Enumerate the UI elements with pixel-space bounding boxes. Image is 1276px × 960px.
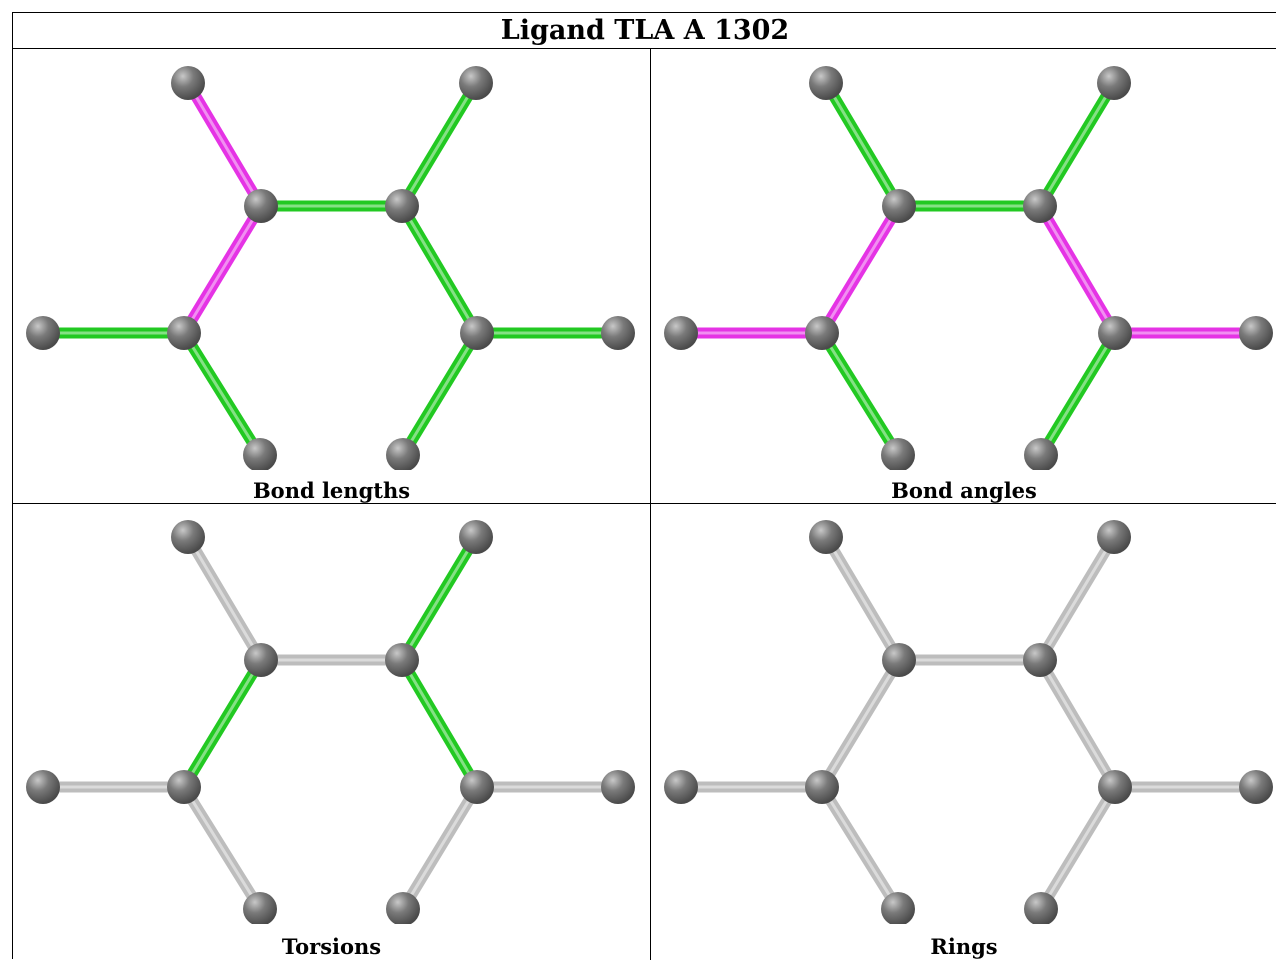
atom-7	[460, 770, 494, 804]
atom-6	[243, 892, 277, 924]
atom-8	[1239, 770, 1273, 804]
atom-3	[459, 66, 493, 100]
atom-8	[1239, 316, 1273, 350]
atom-7	[460, 316, 494, 350]
panel-caption: Bond lengths	[252, 478, 411, 503]
bond-highlight	[182, 331, 262, 457]
molecule-torsions	[26, 520, 635, 924]
atom-2	[385, 643, 419, 677]
atom-1	[244, 643, 278, 677]
bond-highlight	[400, 81, 478, 208]
bond-highlight	[824, 535, 901, 662]
bond-highlight	[400, 204, 479, 335]
bond-highlight	[182, 658, 263, 789]
atom-7	[1098, 316, 1132, 350]
bond-highlight	[820, 331, 900, 457]
bond-highlight	[182, 785, 262, 911]
atom-8	[601, 770, 635, 804]
bond-highlight	[820, 658, 901, 789]
atom-4	[805, 316, 839, 350]
atom-5	[664, 316, 698, 350]
atom-0	[809, 66, 843, 100]
molecule-rings	[664, 520, 1273, 924]
panel-bond-angles: Bond angles	[651, 50, 1276, 503]
bond-highlight	[1038, 535, 1116, 662]
atom-2	[385, 189, 419, 223]
molecule-bond-angles	[664, 66, 1273, 470]
grid-divider-vertical	[650, 49, 651, 960]
bond-highlight	[1039, 785, 1117, 911]
atom-5	[26, 770, 60, 804]
atom-0	[171, 520, 205, 554]
atom-9	[1024, 438, 1058, 470]
atom-6	[243, 438, 277, 470]
atom-5	[26, 316, 60, 350]
atom-2	[1023, 643, 1057, 677]
atom-1	[882, 189, 916, 223]
atom-2	[1023, 189, 1057, 223]
atom-7	[1098, 770, 1132, 804]
panel-caption: Torsions	[281, 934, 382, 959]
panel-bond-lengths: Bond lengths	[13, 50, 650, 503]
bond-highlight	[186, 81, 263, 208]
panel-caption: Rings	[930, 934, 998, 959]
atom-0	[171, 66, 205, 100]
bond-highlight	[824, 81, 901, 208]
atom-6	[881, 892, 915, 924]
bond-highlight	[1038, 204, 1117, 335]
atom-1	[882, 643, 916, 677]
atom-1	[244, 189, 278, 223]
atom-6	[881, 438, 915, 470]
bond-highlight	[1039, 331, 1117, 457]
bond-highlight	[820, 204, 901, 335]
atom-3	[1097, 66, 1131, 100]
atom-9	[1024, 892, 1058, 924]
bond-highlight	[400, 658, 479, 789]
atom-0	[809, 520, 843, 554]
atom-5	[664, 770, 698, 804]
bond-highlight	[400, 535, 478, 662]
bond-highlight	[186, 535, 263, 662]
atom-4	[167, 770, 201, 804]
atom-9	[386, 438, 420, 470]
bond-highlight	[820, 785, 900, 911]
atom-9	[386, 892, 420, 924]
atom-4	[805, 770, 839, 804]
bond-highlight	[1038, 81, 1116, 208]
bond-highlight	[401, 331, 479, 457]
figure-title: Ligand TLA A 1302	[13, 13, 1276, 49]
figure-frame: Ligand TLA A 1302 Bond lengths Bond angl…	[12, 12, 1276, 960]
bond-highlight	[401, 785, 479, 911]
atom-3	[1097, 520, 1131, 554]
grid-divider-horizontal	[13, 503, 1276, 504]
atom-4	[167, 316, 201, 350]
bond-highlight	[182, 204, 263, 335]
atom-8	[601, 316, 635, 350]
panel-caption: Bond angles	[891, 478, 1037, 503]
atom-3	[459, 520, 493, 554]
molecule-bond-lengths	[26, 66, 635, 470]
bond-highlight	[1038, 658, 1117, 789]
panel-torsions: Torsions	[13, 504, 650, 960]
panel-rings: Rings	[651, 504, 1276, 960]
